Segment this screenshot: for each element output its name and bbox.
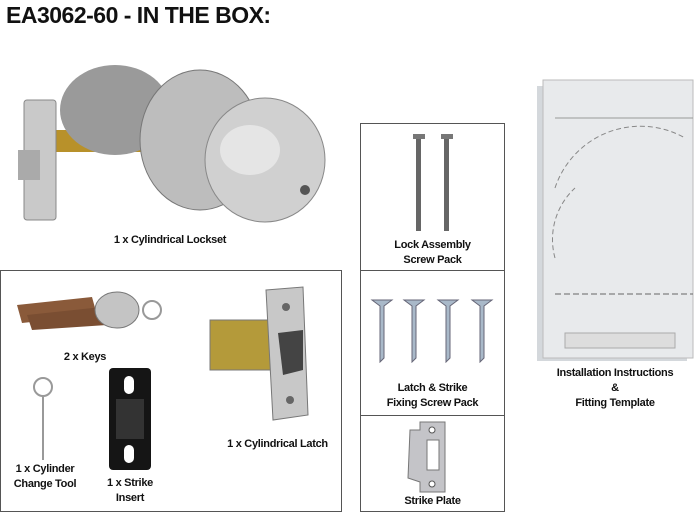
lockset-image: [18, 65, 326, 223]
strike-plate-image: [407, 421, 446, 493]
strike-insert-image: [109, 368, 151, 470]
fixing-screws-image: [370, 299, 494, 363]
keys-label: 2 x Keys: [63, 351, 107, 363]
latch-label: 1 x Cylindrical Latch: [227, 438, 328, 450]
instructions-label-line2: &: [611, 382, 619, 394]
lock-screws-image: [413, 134, 453, 231]
lock-screws-label-line1: Lock Assembly: [394, 239, 471, 251]
change-tool-label-line1: 1 x Cylinder: [15, 463, 75, 475]
keys-image: [17, 291, 162, 330]
change-tool-image: [33, 377, 53, 460]
strike-plate-label: Strike Plate: [404, 495, 461, 507]
strike-insert-label-line1: 1 x Strike: [107, 477, 153, 489]
lock-screws-label-line2: Screw Pack: [403, 254, 462, 266]
change-tool-label-line2: Change Tool: [13, 478, 77, 490]
lockset-label: 1 x Cylindrical Lockset: [113, 234, 227, 246]
instructions-label-line3: Fitting Template: [575, 397, 655, 409]
strike-insert-label-line2: Insert: [115, 492, 145, 504]
instructions-label-line1: Installation Instructions: [556, 367, 674, 379]
instructions-image: [537, 79, 694, 361]
instructions-label: Installation Instructions & Fitting Templa…: [540, 366, 690, 411]
page-title: EA3062-60 - IN THE BOX:: [6, 2, 271, 28]
fixing-screws-label-line1: Latch & Strike: [397, 382, 468, 394]
latch-image: [209, 286, 309, 421]
fixing-screws-label-line2: Fixing Screw Pack: [386, 397, 479, 409]
